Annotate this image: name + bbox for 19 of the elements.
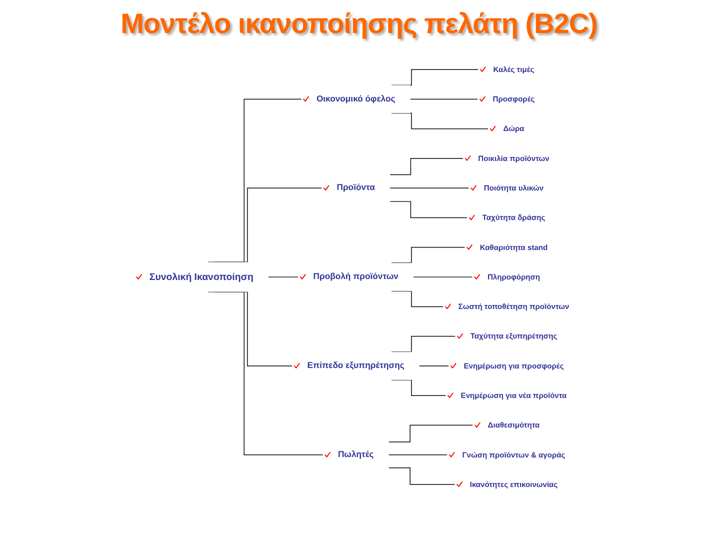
connector	[390, 69, 478, 86]
connector	[410, 98, 478, 100]
node-text: Προβολή προϊόντων	[312, 272, 398, 282]
connector	[390, 380, 446, 396]
connector	[390, 112, 488, 130]
connector	[388, 467, 455, 485]
connector	[268, 276, 298, 278]
connector	[389, 158, 464, 176]
connector	[214, 188, 322, 263]
connector	[207, 98, 302, 263]
connector	[207, 291, 323, 456]
connector	[388, 424, 473, 442]
node-text: Προϊόντα	[336, 183, 375, 192]
connector	[389, 201, 468, 218]
node-text: Πωλητές	[338, 450, 374, 460]
title: Μοντέλο ικανοποίησης πελάτη (B2C)	[120, 8, 598, 40]
connector	[388, 454, 448, 456]
connector	[389, 188, 469, 189]
connector	[412, 276, 472, 278]
